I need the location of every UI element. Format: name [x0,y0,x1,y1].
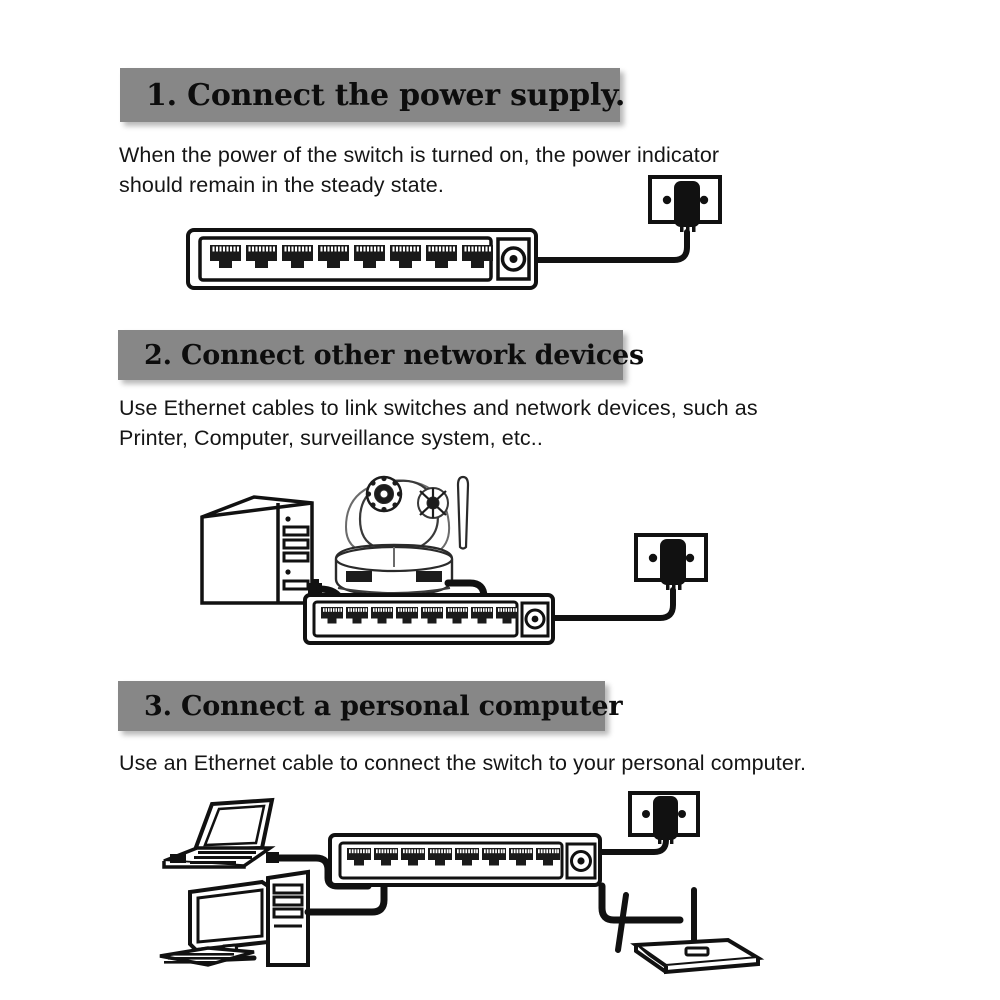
ethernet-switch-1 [186,228,538,290]
power-adapter-3 [653,796,678,844]
ip-camera [334,475,470,597]
section-title-1: 1. Connect the power supply. [146,77,626,113]
power-adapter-1 [674,181,700,232]
section-body-1: When the power of the switch is turned o… [119,143,720,197]
section-title-2: 2. Connect other network devices [144,339,645,371]
section-body-3: Use an Ethernet cable to connect the swi… [119,751,807,775]
switch-to-network-devices-diagram [180,455,760,655]
section-banner-3: 3. Connect a personal computer [118,681,623,731]
ethernet-cable-router [598,882,684,924]
section-body-2: Use Ethernet cables to link switches and… [119,396,758,450]
power-cable-2 [547,587,676,621]
switch-to-wall-power-diagram [180,175,750,305]
power-cable-1 [532,229,690,263]
wireless-router [615,887,765,975]
section-banner-1: 1. Connect the power supply. [120,68,625,122]
rj45-port-group-1 [210,245,493,268]
ethernet-switch-3 [328,833,602,887]
section-title-3: 3. Connect a personal computer [144,690,623,722]
section-banner-2: 2. Connect other network devices [118,330,644,380]
laptop [162,797,279,869]
ethernet-cable-desktop [304,882,388,916]
desktop-tower [200,495,322,605]
ethernet-plug-laptop [266,852,279,863]
power-adapter-2 [660,539,686,590]
desktop-computer [159,869,310,967]
ethernet-switch-2 [303,593,555,645]
switch-to-personal-computer-diagram [150,790,890,975]
